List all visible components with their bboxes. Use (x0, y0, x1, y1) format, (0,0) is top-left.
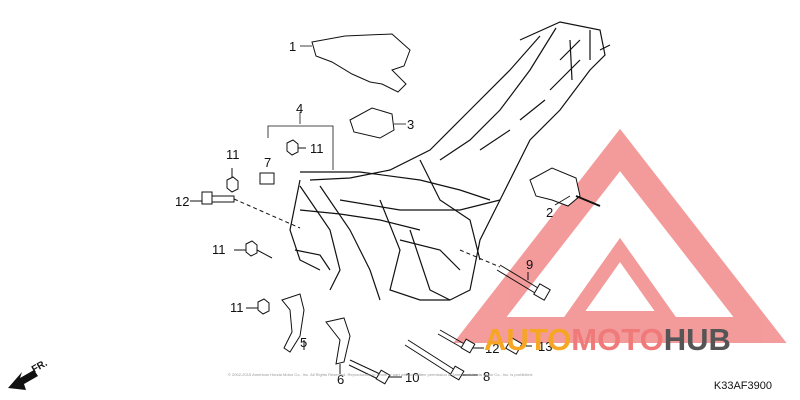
nut-11-icons (226, 139, 306, 315)
callout-11d: 11 (230, 300, 244, 315)
bolt-9 (459, 249, 551, 301)
bracket-5-6 (281, 293, 351, 374)
callout-5: 5 (300, 335, 308, 350)
callout-6: 6 (337, 372, 345, 387)
callout-2: 2 (546, 205, 554, 220)
callout-12b: 12 (485, 341, 500, 356)
watermark-hub: HUB (663, 322, 731, 357)
bolt-12-left (190, 191, 301, 229)
callout-3: 3 (407, 117, 415, 132)
callout-12a: 12 (175, 194, 190, 209)
watermark-moto: MOTO (571, 322, 664, 357)
callout-1: 1 (289, 39, 297, 54)
callout-11a: 11 (310, 141, 324, 156)
callout-10: 10 (405, 370, 420, 385)
callout-11b: 11 (226, 147, 240, 162)
watermark-logo (453, 128, 787, 343)
part-1-sheet (311, 33, 411, 93)
lower-bolts (348, 329, 532, 385)
part-3-plate (349, 107, 395, 139)
part-2-bracket (529, 167, 581, 207)
callout-13: 13 (538, 339, 553, 354)
callout-9: 9 (526, 257, 534, 272)
diagram-code: K33AF3900 (713, 380, 772, 392)
copyright-text: © 2002-2015 American Honda Motor Co., In… (228, 372, 534, 377)
callout-7: 7 (264, 155, 272, 170)
callout-8: 8 (483, 369, 491, 384)
watermark-text: AUTOMOTOHUB (484, 322, 731, 358)
main-frame (289, 21, 611, 301)
watermark-auto: AUTO (484, 322, 572, 357)
part-7-pad (259, 172, 275, 185)
fr-arrow-icon (8, 370, 38, 390)
callout-4: 4 (296, 101, 304, 116)
part-4-leader (267, 112, 334, 170)
callout-11c: 11 (212, 242, 226, 257)
